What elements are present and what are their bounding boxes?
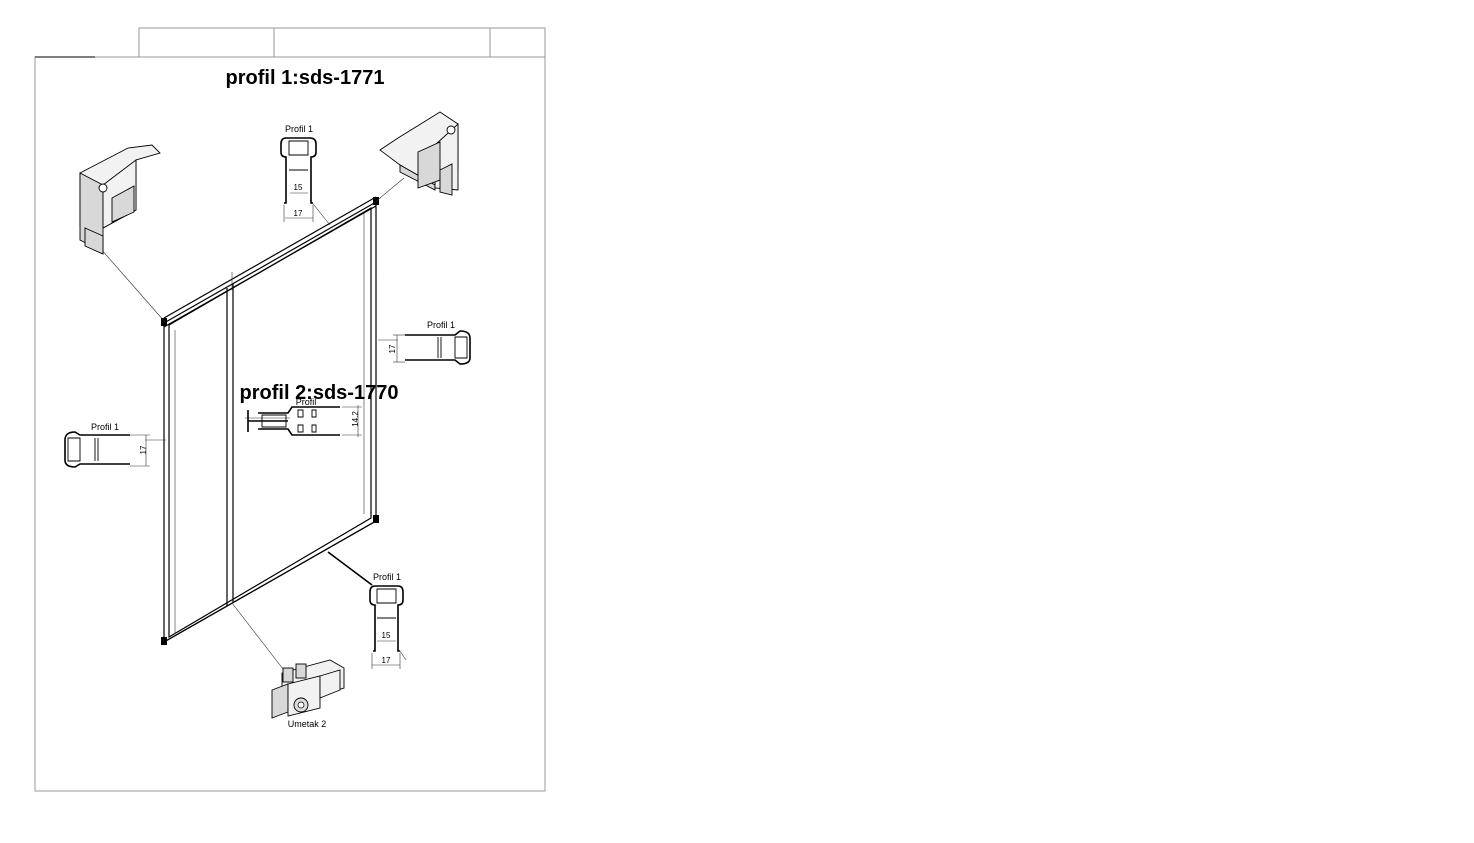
profil-left-label: Profil 1 [91,422,119,432]
profil-top-label: Profil 1 [285,124,313,134]
dim-bottom-outer: 17 [382,656,391,665]
dim-center-height: 14.2 [351,411,360,427]
title-profil-2: profil 2:sds-1770 [240,382,399,404]
corner-bracket-top-left [79,144,161,255]
leader-lines [99,177,405,679]
corner-bracket-top-right [379,111,459,196]
dim-bottom-inner: 15 [382,631,391,640]
profil-bottom-label: Profil 1 [373,572,401,582]
profil-section-center: Profil 14.2 [247,397,362,437]
profil-right-label: Profil 1 [427,320,455,330]
profil-center-label: Profil [296,397,317,407]
profil-section-top: Profil 1 15 17 [280,124,317,222]
sheet-frame [34,27,546,792]
umetak-label: Umetak 2 [288,719,327,729]
profil-section-bottom: Profil 1 15 17 [369,572,407,669]
profil-section-left: Profil 1 17 [64,422,150,468]
dim-left-height: 17 [139,445,148,454]
umetak-insert: Umetak 2 [271,659,345,729]
title-profil-1: profil 1:sds-1771 [226,67,385,89]
profil-section-right: Profil 1 17 [388,320,471,365]
dim-top-inner: 15 [294,183,303,192]
dim-top-outer: 17 [294,209,303,218]
dim-right-height: 17 [388,344,397,353]
